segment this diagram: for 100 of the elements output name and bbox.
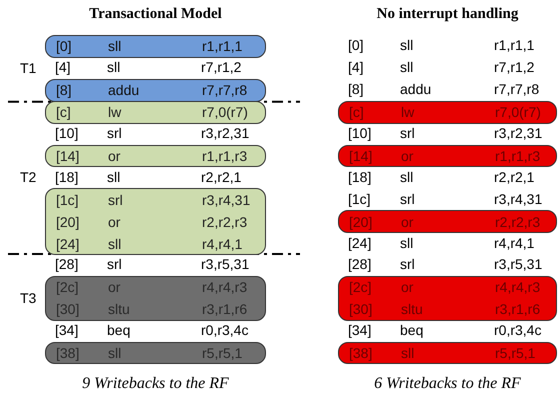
opcode-text: sll bbox=[400, 234, 414, 252]
operand-text: r5,r5,1 bbox=[202, 345, 242, 362]
operand-text: r0,r3,4c bbox=[201, 322, 248, 340]
opcode-text: lw bbox=[401, 104, 414, 122]
operand-text: r7,0(r7) bbox=[202, 104, 248, 122]
opcode-text: sll bbox=[108, 236, 122, 253]
address-text: [c] bbox=[349, 104, 364, 122]
highlight-box bbox=[45, 78, 266, 102]
operand-text: r3,r2,31 bbox=[494, 125, 542, 142]
operand-text: r7,r7,r8 bbox=[494, 81, 540, 98]
opcode-text: or bbox=[108, 148, 120, 165]
highlight-box bbox=[45, 188, 266, 255]
thread-label: T3 bbox=[20, 288, 36, 307]
opcode-text: srl bbox=[400, 190, 415, 208]
panel-title: No interrupt handling bbox=[376, 6, 520, 23]
operand-text: r4,r4,r3 bbox=[202, 279, 248, 296]
opcode-text: sll bbox=[400, 59, 414, 76]
opcode-text: addu bbox=[108, 82, 140, 100]
operand-text: r7,0(r7) bbox=[495, 104, 541, 122]
opcode-text: or bbox=[401, 279, 414, 296]
operand-text: r1,r1,1 bbox=[494, 37, 534, 54]
opcode-text: sll bbox=[400, 37, 414, 54]
operand-text: r4,r4,1 bbox=[202, 236, 242, 253]
thread-label: T2 bbox=[20, 168, 36, 186]
opcode-text: sll bbox=[401, 345, 414, 362]
opcode-text: lw bbox=[108, 104, 122, 122]
opcode-text: srl bbox=[108, 192, 123, 209]
operand-text: r2,r2,1 bbox=[201, 168, 242, 186]
address-text: [28] bbox=[55, 256, 78, 274]
opcode-text: beq bbox=[107, 322, 130, 340]
address-text: [18] bbox=[348, 168, 372, 186]
thread-label: T1 bbox=[20, 58, 36, 77]
address-text: [8] bbox=[56, 82, 72, 100]
operand-text: r3,r5,31 bbox=[494, 256, 542, 274]
address-text: [0] bbox=[56, 38, 72, 56]
address-text: [2c] bbox=[56, 279, 79, 296]
operand-text: r3,r4,31 bbox=[494, 190, 542, 208]
address-text: [1c] bbox=[56, 192, 79, 209]
address-text: [38] bbox=[349, 345, 372, 362]
address-text: [28] bbox=[348, 256, 372, 274]
operand-text: r1,r1,r3 bbox=[495, 148, 540, 165]
address-text: [24] bbox=[348, 234, 372, 252]
opcode-text: or bbox=[108, 279, 120, 296]
opcode-text: sll bbox=[108, 345, 122, 362]
highlight-box bbox=[338, 100, 557, 124]
address-text: [24] bbox=[56, 236, 80, 253]
highlight-box bbox=[338, 144, 557, 168]
address-text: [14] bbox=[349, 148, 372, 165]
address-text: [18] bbox=[55, 168, 78, 186]
highlight-box bbox=[45, 100, 266, 124]
opcode-text: addu bbox=[400, 81, 432, 98]
opcode-text: sll bbox=[107, 59, 120, 76]
opcode-text: sltu bbox=[401, 301, 423, 318]
address-text: [4] bbox=[348, 59, 364, 76]
operand-text: r7,r7,r8 bbox=[202, 82, 248, 100]
operand-text: r3,r1,r6 bbox=[495, 301, 540, 318]
operand-text: r3,r2,31 bbox=[201, 125, 250, 142]
operand-text: r0,r3,4c bbox=[494, 322, 542, 340]
opcode-text: or bbox=[401, 214, 414, 231]
highlight-box bbox=[45, 276, 266, 321]
highlight-box bbox=[338, 342, 557, 364]
operand-text: r3,r1,r6 bbox=[202, 301, 248, 318]
operand-text: r7,r1,2 bbox=[201, 59, 242, 76]
operand-text: r2,r2,r3 bbox=[495, 214, 540, 231]
address-text: [20] bbox=[56, 214, 80, 231]
opcode-text: or bbox=[108, 214, 120, 231]
opcode-text: srl bbox=[400, 256, 415, 274]
address-text: [4] bbox=[55, 59, 71, 76]
highlight-box bbox=[45, 144, 266, 168]
address-text: [14] bbox=[56, 148, 80, 165]
operand-text: r2,r2,1 bbox=[494, 168, 534, 186]
operand-text: r1,r1,1 bbox=[202, 38, 242, 56]
opcode-text: sll bbox=[400, 168, 414, 186]
opcode-text: sll bbox=[107, 168, 120, 186]
operand-text: r5,r5,1 bbox=[495, 345, 536, 362]
highlight-box bbox=[45, 35, 266, 58]
opcode-text: beq bbox=[400, 322, 424, 340]
address-text: [38] bbox=[56, 345, 80, 362]
operand-text: r4,r4,r3 bbox=[495, 279, 540, 296]
highlight-box bbox=[45, 342, 266, 364]
operand-text: r3,r4,31 bbox=[202, 192, 250, 209]
address-text: [30] bbox=[349, 301, 372, 318]
address-text: [20] bbox=[349, 214, 372, 231]
address-text: [34] bbox=[348, 322, 372, 340]
caption-text: 9 Writebacks to the RF bbox=[81, 375, 230, 393]
highlight-box bbox=[338, 210, 557, 234]
operand-text: r4,r4,1 bbox=[494, 234, 534, 252]
address-text: [2c] bbox=[349, 279, 372, 296]
operand-text: r1,r1,r3 bbox=[202, 148, 248, 165]
address-text: [30] bbox=[56, 301, 80, 318]
operand-text: r7,r1,2 bbox=[494, 59, 534, 76]
operand-text: r2,r2,r3 bbox=[202, 214, 248, 231]
opcode-text: sltu bbox=[108, 301, 130, 318]
address-text: [1c] bbox=[348, 190, 371, 208]
opcode-text: or bbox=[401, 148, 414, 165]
highlight-box bbox=[338, 276, 557, 321]
caption-text: 6 Writebacks to the RF bbox=[373, 375, 522, 393]
panel-title: Transactional Model bbox=[88, 6, 223, 23]
opcode-text: srl bbox=[107, 256, 122, 274]
address-text: [10] bbox=[55, 125, 78, 142]
